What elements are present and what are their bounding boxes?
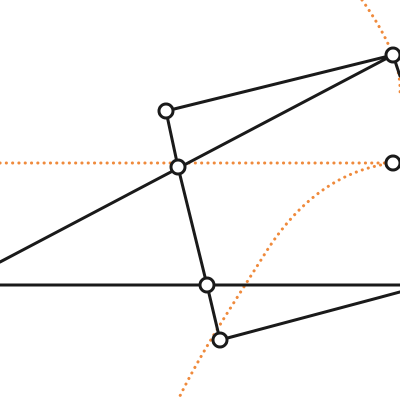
segment-upper-left-to-top-right [164,53,395,113]
segment-upper-left-to-center [164,109,180,169]
point-on-base-line[interactable] [198,276,216,294]
long-diagonal-line [0,53,395,264]
segment-base-to-lower [205,283,222,342]
segment-lower-to-right [218,290,400,342]
point-lower[interactable] [211,331,229,349]
point-layer [157,46,400,349]
solid-line-layer [0,53,400,342]
dotted-curve-lower [176,161,395,400]
point-top-right[interactable] [384,46,400,64]
point-right-on-dotted-line[interactable] [384,154,400,172]
segment-center-to-base [176,165,209,287]
point-upper-left[interactable] [157,102,175,120]
point-center-intersection[interactable] [169,158,187,176]
